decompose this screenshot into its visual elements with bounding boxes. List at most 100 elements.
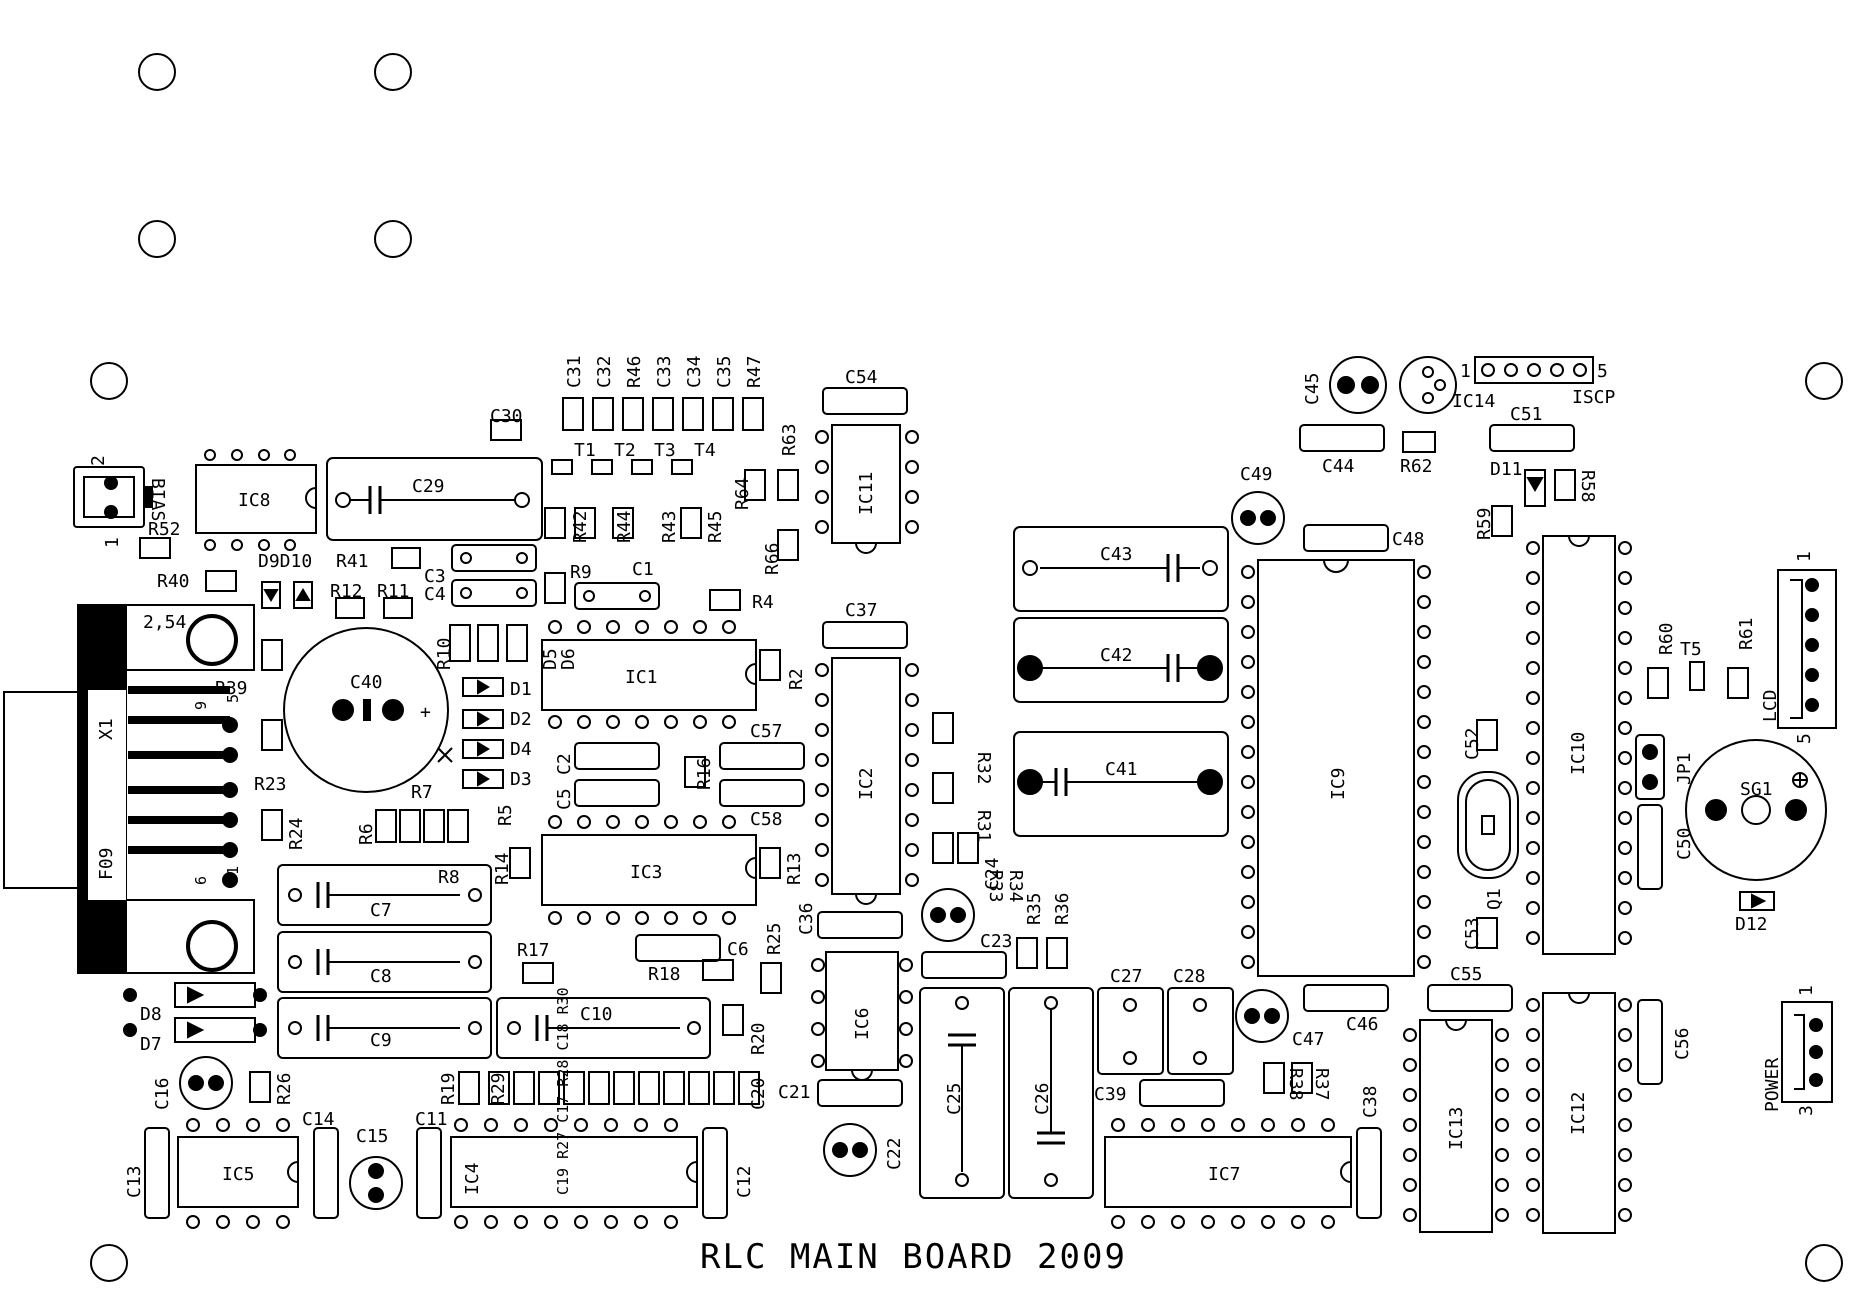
ic13-outline — [1419, 1019, 1493, 1233]
pin-hole — [1618, 751, 1632, 765]
pin-hole — [1618, 1028, 1632, 1042]
pin-hole — [1618, 571, 1632, 585]
r23-label: R23 — [254, 774, 287, 795]
pin-hole — [246, 1215, 260, 1229]
pin-hole — [1618, 1208, 1632, 1222]
pin-hole — [815, 723, 829, 737]
pin-hole — [1417, 895, 1431, 909]
ic9-outline — [1257, 559, 1415, 977]
r61-label: R61 — [1736, 617, 1757, 650]
pin-hole — [905, 693, 919, 707]
pin-hole — [1321, 1215, 1335, 1229]
c15-outline — [349, 1156, 403, 1210]
sg1-buzzer — [1685, 739, 1827, 881]
pin-hole — [186, 1118, 200, 1132]
pitch-254-label: 2,54 — [143, 612, 186, 633]
c27-c28-outline — [1097, 987, 1234, 1075]
pin-hole — [815, 813, 829, 827]
pin-hole — [899, 958, 913, 972]
c6-outline — [635, 934, 721, 962]
pin-hole — [905, 430, 919, 444]
r34-label: R34 — [1005, 870, 1026, 903]
pin-hole — [454, 1118, 468, 1132]
pin-hole — [1241, 775, 1255, 789]
c47-label: C47 — [1292, 1029, 1325, 1050]
pin-hole — [1403, 1148, 1417, 1162]
r20-label: R20 — [748, 1022, 769, 1055]
pin-hole — [1526, 1058, 1540, 1072]
c41-c43-outline — [1013, 526, 1229, 837]
q1-label: Q1 — [1484, 888, 1505, 910]
ic8-label: IC8 — [238, 490, 271, 511]
r38-label: R38 — [1285, 1068, 1306, 1101]
d11-diode — [1524, 469, 1546, 507]
c50-outline — [1637, 804, 1663, 890]
r24-label: R24 — [286, 817, 307, 850]
r8-label: R8 — [438, 867, 460, 888]
d1-label: D1 — [510, 679, 532, 700]
ic10-label: IC10 — [1568, 732, 1589, 775]
pin-hole — [815, 693, 829, 707]
pin-hole — [815, 753, 829, 767]
c25-c26-outline — [919, 987, 1094, 1199]
pin-hole — [216, 1215, 230, 1229]
pin-hole — [664, 911, 678, 925]
jp1-jumper — [1635, 734, 1665, 800]
c24-outline — [921, 888, 975, 942]
pin-hole — [1201, 1118, 1215, 1132]
pin-hole — [1526, 1148, 1540, 1162]
pin-hole — [815, 873, 829, 887]
bias-pin2-label: 2 — [88, 455, 109, 466]
r7-label: R7 — [411, 782, 433, 803]
pin-hole — [664, 1118, 678, 1132]
c39-outline — [1139, 1079, 1225, 1107]
c37-outline — [822, 621, 908, 649]
pin-hole — [276, 1215, 290, 1229]
pin-hole — [1526, 751, 1540, 765]
c5-label: C5 — [554, 788, 575, 810]
c30-label: C30 — [490, 406, 523, 427]
pin-hole — [1141, 1215, 1155, 1229]
pin-hole — [548, 815, 562, 829]
pin-hole — [1526, 931, 1540, 945]
r42-label: R42 — [570, 510, 591, 543]
r47-label: R47 — [744, 355, 765, 388]
pin-hole — [1526, 901, 1540, 915]
pin-hole — [1618, 1178, 1632, 1192]
pin-hole — [1417, 745, 1431, 759]
pin-hole — [1403, 1088, 1417, 1102]
c47-outline — [1235, 989, 1289, 1043]
pin-hole — [577, 620, 591, 634]
c9-label: C9 — [370, 1030, 392, 1051]
pin-hole — [606, 815, 620, 829]
t5-transistor — [1689, 661, 1705, 691]
db9-pin5-label: 5 — [224, 694, 242, 703]
d3-label: D3 — [510, 769, 532, 790]
pin-hole — [722, 815, 736, 829]
pin-hole — [1618, 631, 1632, 645]
t5-label: T5 — [1680, 639, 1702, 660]
pin-hole — [484, 1215, 498, 1229]
power-connector — [1781, 1001, 1833, 1103]
pin-hole — [216, 1118, 230, 1132]
c2-c5-caps — [574, 742, 805, 807]
ic8-outline — [195, 449, 317, 551]
pin-hole — [1618, 541, 1632, 555]
pin-hole — [1526, 571, 1540, 585]
ic3-outline — [541, 834, 757, 906]
pin-hole — [811, 1054, 825, 1068]
iscp-pin1: 1 — [1460, 361, 1471, 382]
pin-hole — [1241, 685, 1255, 699]
pin-hole — [1141, 1118, 1155, 1132]
c32-label: C32 — [594, 355, 615, 388]
r5-label: R5 — [495, 804, 516, 826]
pin-hole — [1495, 1148, 1509, 1162]
r11-label: R11 — [377, 581, 410, 602]
d12-label: D12 — [1735, 914, 1768, 935]
pin-hole — [1495, 1028, 1509, 1042]
pin-hole — [635, 620, 649, 634]
ic5-outline — [144, 1127, 339, 1219]
ic1-label: IC1 — [625, 667, 658, 688]
pin-hole — [1291, 1118, 1305, 1132]
ic5-label: IC5 — [222, 1164, 255, 1185]
